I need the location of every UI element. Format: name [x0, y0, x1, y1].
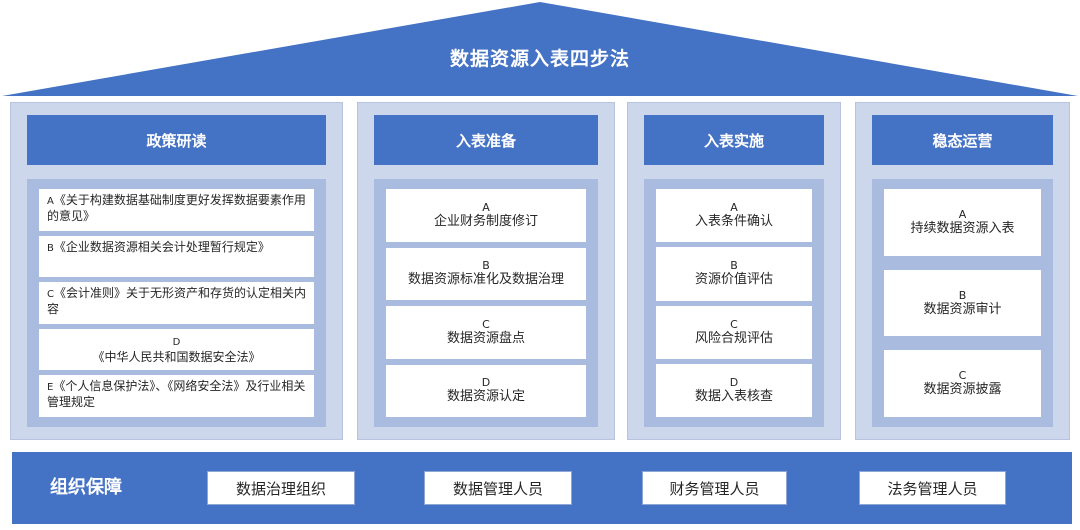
item-text: 数据资源披露 — [923, 382, 1002, 398]
item-letter: C — [47, 289, 54, 301]
item-text: 《中华人民共和国数据安全法》 — [92, 349, 261, 364]
pillar-header: 政策研读 — [27, 115, 326, 165]
item-text: 数据入表核查 — [694, 388, 773, 404]
item-text: 数据资源盘点 — [446, 330, 525, 346]
foundation-title: 组织保障 — [50, 477, 122, 498]
foundation-item: 法务管理人员 — [859, 471, 1006, 505]
list-item: C《会计准则》关于无形资产和存货的认定相关内容 — [39, 282, 314, 324]
item-letter: B — [482, 259, 490, 273]
item-text: 《关于构建数据基础制度更好发挥数据要素作用的意见》 — [47, 193, 306, 223]
pillar-items: A 企业财务制度修订 B 数据资源标准化及数据治理 C 数据资源盘点 D 数据资… — [374, 179, 598, 427]
list-item: D《中华人民共和国数据安全法》 — [39, 328, 314, 371]
list-item: D 数据入表核查 — [656, 363, 812, 417]
item-letter: C — [958, 369, 967, 383]
item-letter: E — [47, 382, 54, 394]
item-letter: C — [482, 317, 490, 331]
item-text: 企业财务制度修订 — [433, 213, 538, 229]
list-item: C 数据资源披露 — [884, 350, 1041, 418]
pillar-policy-study: 政策研读 A《关于构建数据基础制度更好发挥数据要素作用的意见》 B《企业数据资源… — [10, 102, 343, 440]
item-text: 数据资源认定 — [446, 389, 525, 405]
list-item: D 数据资源认定 — [386, 364, 586, 417]
diagram-title: 数据资源入表四步法 — [449, 48, 630, 70]
item-text: 风险合规评估 — [694, 330, 773, 346]
list-item: A 企业财务制度修订 — [386, 189, 586, 242]
item-text: 入表条件确认 — [694, 214, 773, 230]
roof-shape — [2, 2, 1078, 96]
item-letter: D — [481, 376, 491, 390]
list-item: C 数据资源盘点 — [386, 306, 586, 359]
item-letter: A — [47, 196, 54, 207]
item-text: 数据资源审计 — [923, 301, 1002, 317]
list-item: B《企业数据资源相关会计处理暂行规定》 — [39, 235, 314, 278]
foundation-bar: 组织保障 数据治理组织 数据管理人员 财务管理人员 法务管理人员 — [12, 452, 1072, 524]
pillar-operations: 稳态运营 A 持续数据资源入表 B 数据资源审计 C 数据资源披露 — [855, 102, 1070, 440]
pillar-items: A 入表条件确认 B 资源价值评估 C 风险合规评估 D 数据入表核查 — [644, 179, 824, 427]
item-text: 《会计准则》关于无形资产和存货的认定相关内容 — [47, 286, 306, 317]
pillar-preparation: 入表准备 A 企业财务制度修订 B 数据资源标准化及数据治理 C 数据资源盘点 … — [357, 102, 615, 440]
item-letter: B — [47, 242, 54, 254]
item-letter: A — [482, 200, 490, 214]
pillar-items: A 持续数据资源入表 B 数据资源审计 C 数据资源披露 — [872, 179, 1053, 427]
foundation-item: 数据管理人员 — [424, 471, 572, 505]
pillar-header: 稳态运营 — [872, 115, 1053, 165]
item-letter: D — [172, 336, 181, 348]
list-item: A 入表条件确认 — [656, 189, 812, 243]
item-text: 《个人信息保护法》、《网络安全法》及行业相关管理规定 — [47, 379, 306, 410]
pillar-items: A《关于构建数据基础制度更好发挥数据要素作用的意见》 B《企业数据资源相关会计处… — [27, 179, 326, 427]
list-item: A 持续数据资源入表 — [884, 189, 1041, 256]
item-text: 《企业数据资源相关会计处理暂行规定》 — [53, 239, 270, 254]
item-text: 持续数据资源入表 — [910, 220, 1015, 236]
item-letter: D — [729, 375, 739, 389]
list-item: B 数据资源标准化及数据治理 — [386, 247, 586, 300]
list-item: B 资源价值评估 — [656, 247, 812, 301]
item-letter: B — [730, 259, 738, 273]
pillar-header: 入表准备 — [374, 115, 598, 165]
list-item: A《关于构建数据基础制度更好发挥数据要素作用的意见》 — [39, 189, 314, 231]
list-item: E《个人信息保护法》、《网络安全法》及行业相关管理规定 — [39, 375, 314, 417]
item-letter: C — [730, 317, 738, 331]
pillar-implementation: 入表实施 A 入表条件确认 B 资源价值评估 C 风险合规评估 D 数据入表核查 — [627, 102, 841, 440]
item-letter: A — [958, 207, 967, 221]
list-item: B 数据资源审计 — [884, 269, 1041, 337]
foundation-item: 数据治理组织 — [207, 471, 355, 505]
item-letter: A — [730, 201, 738, 215]
item-letter: B — [958, 288, 967, 302]
item-text: 数据资源标准化及数据治理 — [407, 272, 564, 288]
foundation-item: 财务管理人员 — [642, 471, 787, 505]
pillar-header: 入表实施 — [644, 115, 824, 165]
list-item: C 风险合规评估 — [656, 305, 812, 359]
item-text: 资源价值评估 — [694, 272, 773, 288]
